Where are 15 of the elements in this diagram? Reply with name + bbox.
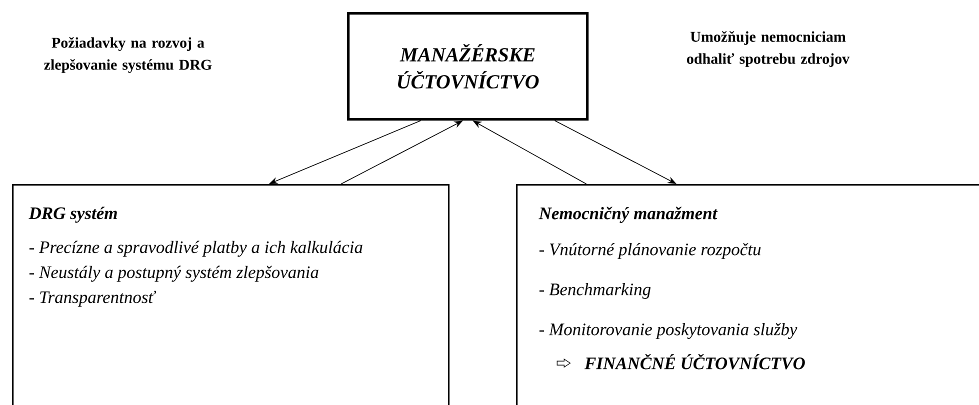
- list-item: - Vnútorné plánovanie rozpočtu: [539, 242, 761, 259]
- note-text: Umožňuje nemocniciam odhaliť spotrebu zdrojov: [687, 31, 850, 67]
- list-item: - Precízne a spravodlivé platby a ich kalkulácia: [29, 240, 362, 257]
- list-item: - Monitorovanie poskytovania služby: [539, 322, 798, 339]
- title-box: [347, 12, 589, 121]
- content-box: [12, 184, 450, 405]
- content-box: [516, 184, 979, 405]
- list-item: - Transparentnosť: [29, 290, 156, 307]
- list-item: - Benchmarking: [539, 283, 651, 299]
- box-heading: Nemocničný manažment: [538, 206, 718, 223]
- list-item: FINANČNÉ ÚČTOVNÍCTVO: [584, 354, 805, 370]
- box-title: MANAŽÉRSKE ÚČTOVNÍCTVO: [398, 44, 539, 89]
- box-heading: DRG systém: [28, 206, 117, 223]
- list-item: - Neustály a postupný systém zlepšovania: [29, 266, 318, 282]
- note-text: Požiadavky na rozvoj a zlepšovanie systému DRG: [44, 37, 212, 73]
